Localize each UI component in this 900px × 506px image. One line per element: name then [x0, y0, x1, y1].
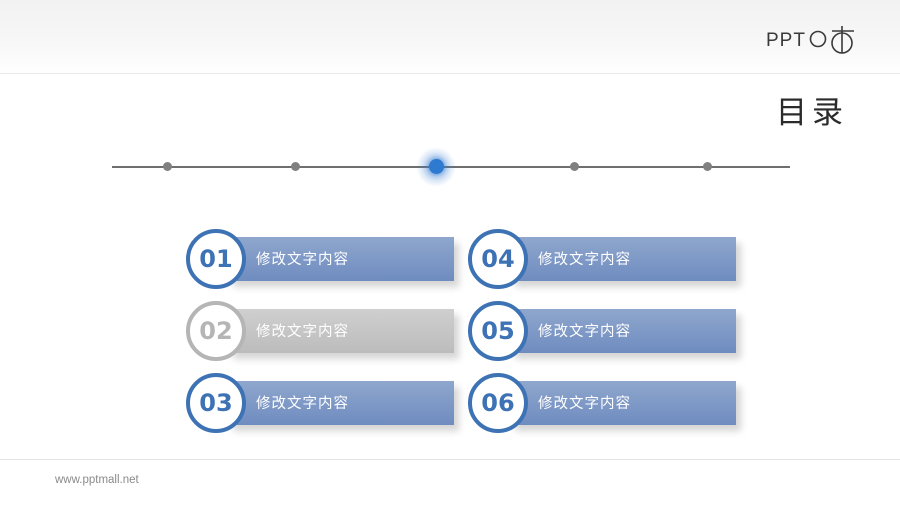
- agenda-item-bar: [228, 381, 454, 425]
- agenda-item-bar: [510, 381, 736, 425]
- agenda-item-bar: [510, 309, 736, 353]
- pptmall-logo: PPT: [766, 22, 876, 62]
- header-divider: [0, 73, 900, 74]
- agenda-item-number-badge[interactable]: 05: [468, 301, 528, 361]
- timeline-dot-active[interactable]: [429, 159, 444, 174]
- agenda-item-number-badge[interactable]: 03: [186, 373, 246, 433]
- svg-text:PPT: PPT: [766, 30, 806, 51]
- agenda-item[interactable]: 修改文字内容 04: [468, 229, 736, 289]
- agenda-item-number-badge[interactable]: 06: [468, 373, 528, 433]
- agenda-item-number: 06: [481, 389, 515, 417]
- agenda-item-bar-fill: [228, 309, 454, 353]
- agenda-item-number-badge[interactable]: 02: [186, 301, 246, 361]
- timeline-dot[interactable]: [703, 162, 712, 171]
- agenda-item-number: 02: [199, 317, 233, 345]
- page-title: 目录: [776, 95, 848, 131]
- agenda-item-number: 01: [199, 245, 233, 273]
- agenda-item-number-badge[interactable]: 04: [468, 229, 528, 289]
- agenda-item-bar-fill: [510, 381, 736, 425]
- agenda-item-bar-fill: [510, 237, 736, 281]
- timeline-dot[interactable]: [291, 162, 300, 171]
- agenda-item-label: 修改文字内容: [538, 324, 631, 340]
- agenda-item-label: 修改文字内容: [256, 396, 349, 412]
- agenda-item-bar-fill: [228, 381, 454, 425]
- agenda-item-label: 修改文字内容: [256, 252, 349, 268]
- agenda-item[interactable]: 修改文字内容 02: [186, 301, 454, 361]
- timeline: [112, 147, 790, 190]
- agenda-item[interactable]: 修改文字内容 05: [468, 301, 736, 361]
- agenda-item[interactable]: 修改文字内容 06: [468, 373, 736, 433]
- agenda-item-number: 05: [481, 317, 515, 345]
- agenda-item[interactable]: 修改文字内容 03: [186, 373, 454, 433]
- footer-url: www.pptmall.net: [55, 474, 139, 486]
- agenda-item-number-badge[interactable]: 01: [186, 229, 246, 289]
- footer-divider: [0, 459, 900, 460]
- agenda-item-label: 修改文字内容: [256, 324, 349, 340]
- agenda-item-label: 修改文字内容: [538, 252, 631, 268]
- agenda-item-bar: [228, 237, 454, 281]
- timeline-dot[interactable]: [163, 162, 172, 171]
- agenda-item-bar-fill: [510, 309, 736, 353]
- agenda-item-bar: [228, 309, 454, 353]
- agenda-item-number: 03: [199, 389, 233, 417]
- agenda-item[interactable]: 修改文字内容 01: [186, 229, 454, 289]
- agenda-item-number: 04: [481, 245, 515, 273]
- header-band: [0, 0, 900, 74]
- agenda-item-bar: [510, 237, 736, 281]
- agenda-item-label: 修改文字内容: [538, 396, 631, 412]
- timeline-dot[interactable]: [570, 162, 579, 171]
- agenda-item-bar-fill: [228, 237, 454, 281]
